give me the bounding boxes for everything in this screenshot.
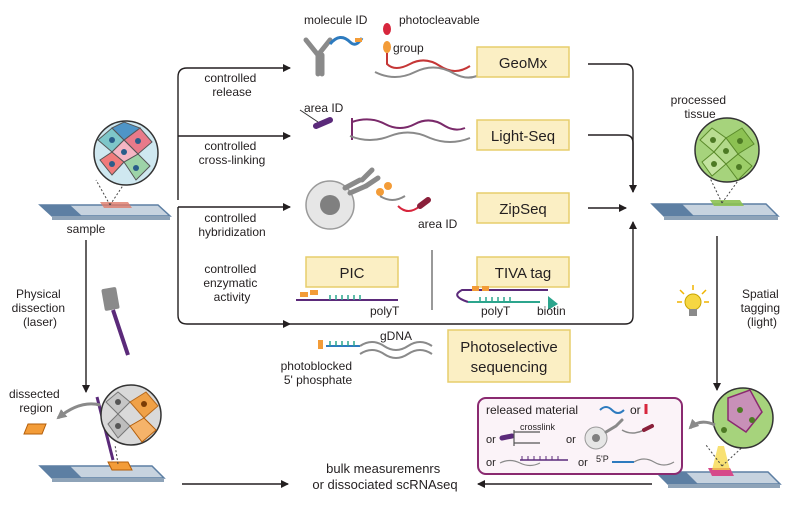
dissected-piece [23,423,47,435]
processed-tissue-label: processed tissue [671,93,730,121]
pic-label: PIC [339,265,364,282]
tiva-label: TIVA tag [495,265,551,282]
tiva-molecule-icon [456,286,558,310]
release-label: controlled release [204,71,259,99]
hybridization-label: controlled hybridization [198,211,265,239]
geomx-box: GeoMx [476,46,570,78]
sample-label: sample [67,222,106,236]
crosslink-label: controlled cross-linking [199,139,266,167]
dissected-region-label: dissected region [9,387,63,415]
laser-icon [101,287,130,356]
biotin-label: biotin [537,304,566,318]
five-p-label: 5'P [596,454,609,464]
release-arrow [177,64,291,200]
zipseq-box: ZipSeq [476,192,570,224]
tiva-polyt-label: polyT [481,304,511,318]
pic-molecule-icon [296,290,398,301]
physical-dissection-label: Physical dissection (laser) [12,287,69,329]
sample-slide [38,202,172,220]
geomx-label: GeoMx [499,55,548,72]
photocleavable-label: photocleavable [399,13,480,27]
or-label: or [566,434,576,446]
area-id-bottom-label: area ID [418,217,458,231]
gdna-label: gDNA [380,329,412,343]
zoom-line [109,177,129,206]
pic-box: PIC [305,256,399,288]
or-label: or [486,457,496,469]
photoselective-box: Photoselective sequencing [447,329,571,383]
zoom-line [721,177,741,204]
sample-zoom-circle [93,120,159,186]
crosslink-strands-icon [513,430,540,446]
zoom-line [95,179,111,206]
zoom-line [114,444,119,465]
or-label: or [486,434,496,446]
released-material-label: released material [486,403,578,417]
lightseq-label: Light-Seq [491,128,555,145]
geomx-antibody-icon [303,36,364,77]
spatial-tagging-label: Spatial tagging (light) [741,287,784,329]
photoblocked-label: photoblocked 5' phosphate [281,359,356,387]
zoom-line [709,177,723,204]
molecule-id-label: molecule ID [304,13,368,27]
tagged-tissue-zoom-circle [712,387,774,449]
crosslink-label: crosslink [520,422,556,432]
released-material-box: released material or or crosslink or or … [477,397,683,475]
tagged-tissue-slide [654,446,782,488]
lightbulb-icon [677,285,709,316]
photoselective-label-1: Photoselective [460,339,558,356]
or-label: or [630,403,641,417]
antibody-icon [604,418,624,434]
zipseq-cell-icon [305,167,431,230]
zoom-line [705,444,723,467]
photoselective-molecule-icon [318,340,433,359]
extract-grey-arrow [56,402,101,420]
bulk-measurement-label: bulk measuremenrs or dissociated scRNAse… [312,461,457,492]
dissected-zoom-circle [100,384,162,446]
enzymatic-return-arrow [585,221,637,325]
tiva-box: TIVA tag [476,256,570,288]
barcode-icon [599,406,625,414]
photoselective-label-2: sequencing [471,359,548,376]
geomx-arrow [588,63,637,193]
dissected-slide [38,461,166,482]
pic-polyt-label: polyT [370,304,400,318]
lightseq-arrow [588,134,634,192]
enzymatic-label: controlled enzymatic activity [203,262,260,304]
release-grey-arrow [688,418,716,430]
lightseq-box: Light-Seq [476,119,570,151]
processed-tissue-slide [650,200,780,220]
processed-tissue-zoom-circle [694,117,760,183]
lightseq-molecule-icon [299,109,471,143]
area-id-top-label: area ID [304,101,344,115]
crosslink-icon [499,433,515,441]
or-label: or [578,457,588,469]
zipseq-label: ZipSeq [499,201,547,218]
enzymatic-arrow [177,207,291,328]
group-label: group [393,41,424,55]
photocleavable-group-icon [374,23,486,79]
